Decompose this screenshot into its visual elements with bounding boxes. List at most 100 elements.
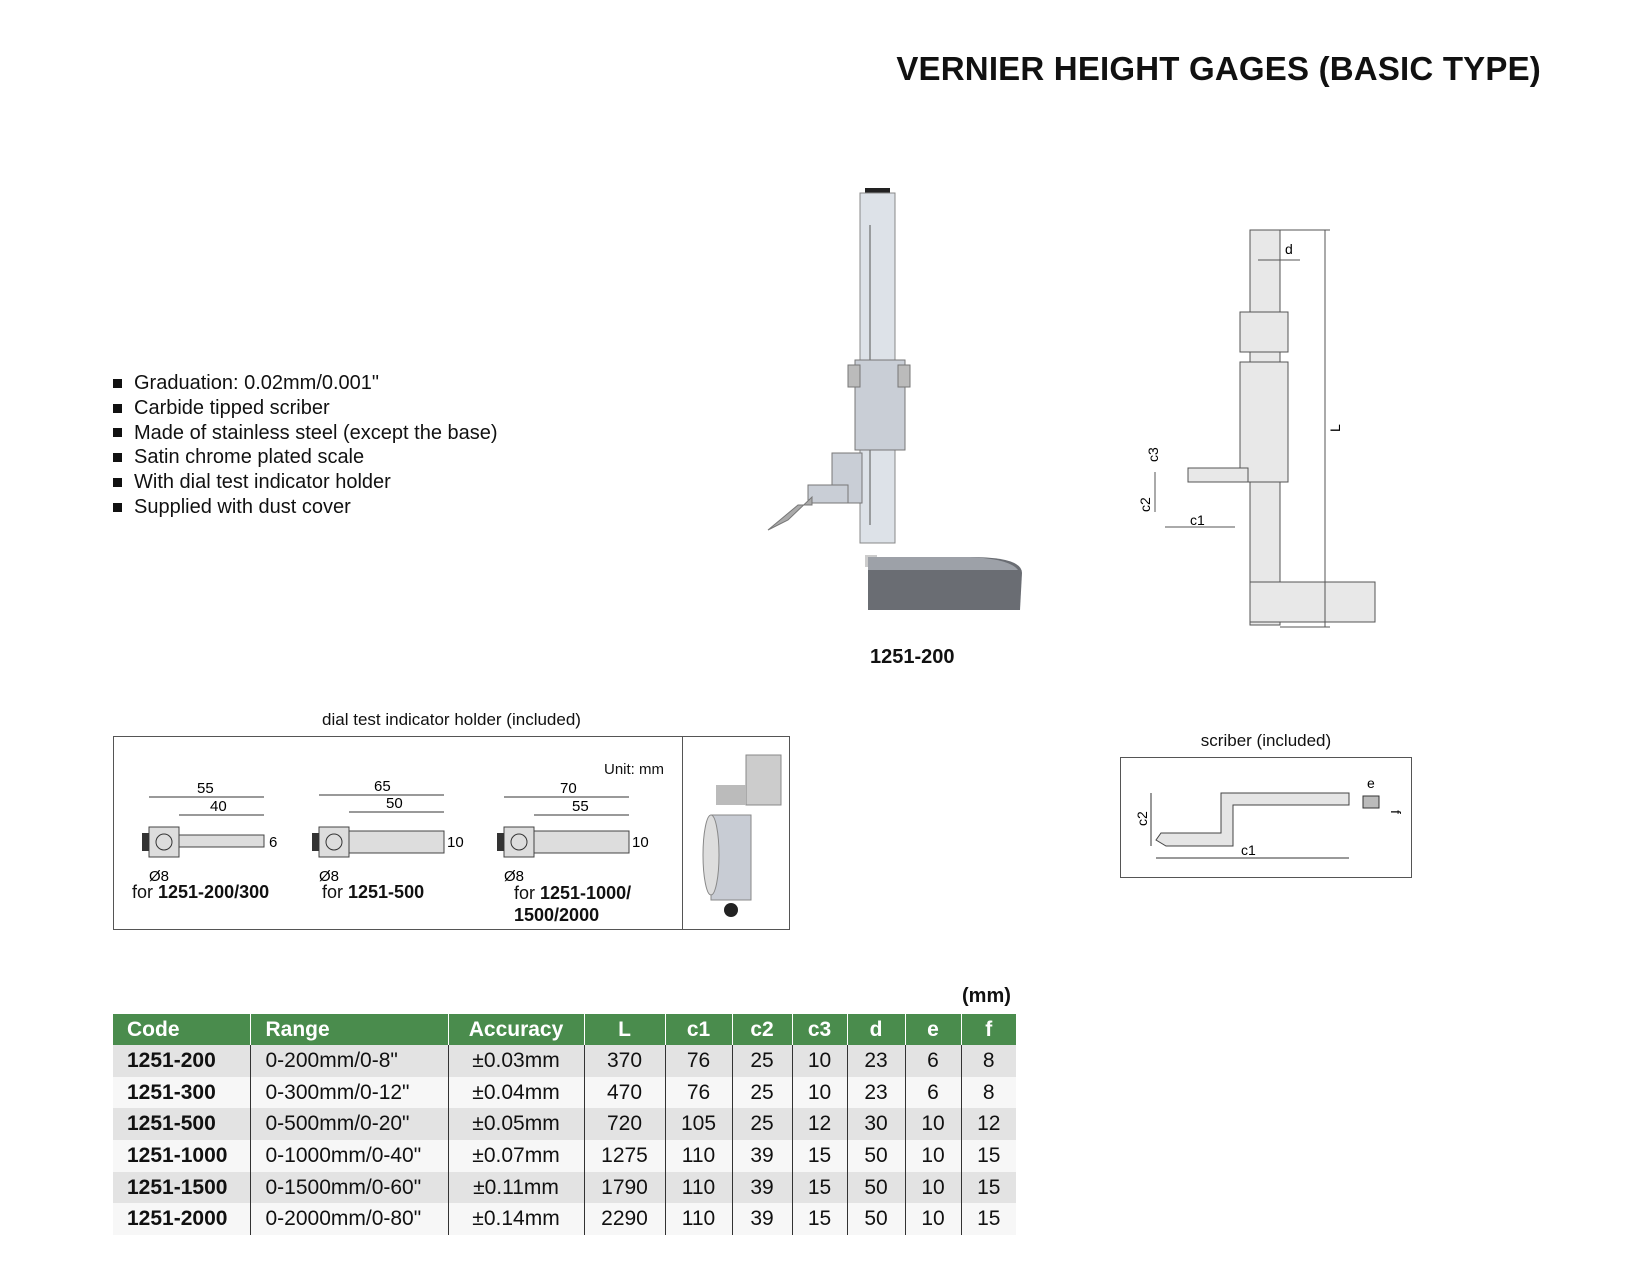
table-cell: 39 [731, 1140, 792, 1172]
models-text: 1251-200/300 [158, 882, 270, 902]
table-cell: 1251-1000 [113, 1140, 250, 1172]
table-cell: 39 [731, 1203, 792, 1236]
table-cell: 0-1000mm/0-40" [249, 1140, 448, 1172]
table-cell: 0-2000mm/0-80" [249, 1203, 448, 1236]
table-cell: 110 [664, 1203, 732, 1236]
scriber-caption: scriber (included) [1200, 731, 1332, 750]
dim-label-c1: c1 [1190, 512, 1205, 528]
column-header: Accuracy [447, 1014, 584, 1045]
table-cell: 10 [791, 1045, 847, 1077]
dim-label-e: e [1367, 775, 1375, 791]
dim-text: 70 [560, 780, 577, 797]
bullet-icon [113, 478, 122, 488]
table-cell: 76 [664, 1076, 732, 1109]
bullet-icon [113, 403, 122, 413]
table-cell: 1251-500 [113, 1108, 250, 1141]
table-cell: ±0.03mm [447, 1045, 584, 1077]
table-cell: ±0.11mm [447, 1171, 584, 1204]
table-cell: 15 [791, 1203, 847, 1236]
table-cell: 1251-2000 [113, 1203, 250, 1236]
table-cell: 50 [846, 1140, 905, 1172]
feature-list: Graduation: 0.02mm/0.001" Carbide tipped… [113, 371, 498, 520]
dial-holder-photo [702, 754, 782, 917]
dim-label-f: f [1388, 810, 1404, 814]
table-cell: 8 [960, 1076, 1016, 1109]
dim-label-L: L [1327, 424, 1343, 432]
table-cell: 1251-1500 [113, 1171, 250, 1204]
table-cell: 105 [664, 1108, 732, 1141]
page-title: VERNIER HEIGHT GAGES (BASIC TYPE) [896, 50, 1541, 87]
table-cell: 10 [904, 1108, 961, 1141]
scriber-drawing: c1 c2 e f [1134, 775, 1404, 859]
height-gage-photo [767, 188, 1022, 610]
table-cell: 10 [904, 1203, 961, 1236]
dia-text: Ø8 [319, 868, 339, 885]
table-cell: 30 [846, 1108, 905, 1141]
table-cell: 15 [791, 1140, 847, 1172]
table-cell: 470 [583, 1076, 665, 1109]
for-text: for [322, 882, 349, 902]
dim-text: 6 [269, 834, 277, 851]
table-cell: 1251-300 [113, 1076, 250, 1109]
table-cell: 23 [846, 1076, 905, 1109]
table-cell: 50 [846, 1203, 905, 1236]
table-cell: 25 [731, 1108, 792, 1141]
column-header: c3 [791, 1014, 847, 1045]
table-cell: 10 [904, 1140, 961, 1172]
table-cell: 15 [791, 1171, 847, 1204]
feature-text: Made of stainless steel (except the base… [134, 421, 498, 444]
dim-label-c2: c2 [1134, 811, 1150, 826]
dial-holder-caption: dial test indicator holder (included) [322, 710, 581, 729]
table-cell: 110 [664, 1140, 732, 1172]
dia-text: Ø8 [149, 868, 169, 885]
dia-text: Ø8 [504, 868, 524, 885]
feature-text: Graduation: 0.02mm/0.001" [134, 372, 380, 394]
dimension-drawing: d L c3 c2 c1 [1140, 229, 1376, 628]
dim-text: 40 [210, 798, 227, 815]
table-cell: 10 [791, 1076, 847, 1109]
column-header: Range [249, 1014, 448, 1045]
dim-text: 10 [632, 834, 649, 851]
column-header: e [904, 1014, 961, 1045]
table-cell: 25 [731, 1076, 792, 1109]
bullet-icon [113, 453, 122, 463]
feature-item: Supplied with dust cover [113, 495, 498, 520]
bullet-icon [113, 428, 122, 438]
dim-label-c2: c2 [1140, 497, 1153, 512]
table-cell: 12 [960, 1108, 1016, 1141]
table-cell: 76 [664, 1045, 732, 1077]
feature-item: Satin chrome plated scale [113, 445, 498, 470]
feature-item: With dial test indicator holder [113, 470, 498, 495]
for-text: for [514, 883, 541, 903]
table-unit: (mm) [962, 985, 1011, 1007]
table-cell: 0-200mm/0-8" [249, 1045, 448, 1077]
table-cell: 0-500mm/0-20" [249, 1108, 448, 1141]
dim-text: 50 [386, 795, 403, 812]
dim-text: 10 [447, 834, 464, 851]
table-cell: 39 [731, 1171, 792, 1204]
table-cell: 6 [904, 1045, 961, 1077]
table-cell: ±0.07mm [447, 1140, 584, 1172]
table-cell: 1251-200 [113, 1045, 250, 1077]
table-cell: 10 [904, 1171, 961, 1204]
feature-text: Satin chrome plated scale [134, 446, 365, 469]
dim-label-c3: c3 [1145, 447, 1161, 462]
table-cell: 1275 [583, 1140, 665, 1172]
dim-text: 65 [374, 778, 391, 795]
product-model-label: 1251-200 [870, 646, 955, 668]
column-header: f [960, 1014, 1016, 1045]
table-cell: 110 [664, 1171, 732, 1204]
models-text: 1251-1000/ 1500/2000 [514, 883, 632, 925]
feature-item: Made of stainless steel (except the base… [113, 421, 498, 446]
bullet-icon [113, 378, 122, 388]
variant-label: for 1251-500 [322, 882, 424, 903]
table-cell: 0-1500mm/0-60" [249, 1171, 448, 1204]
